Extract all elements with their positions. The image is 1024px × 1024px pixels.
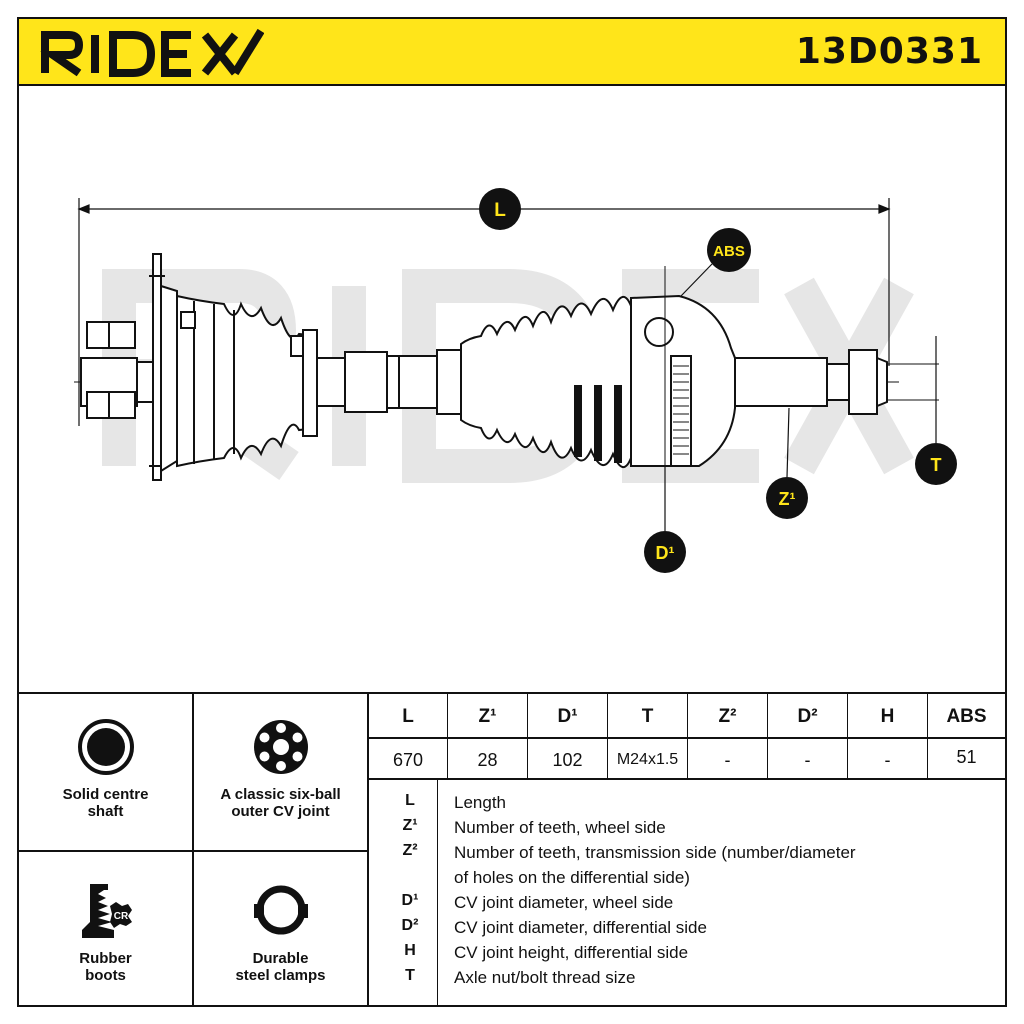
legend-key: D¹ bbox=[401, 892, 419, 909]
solid-circle-icon bbox=[77, 719, 134, 775]
callout-abs-text: ABS bbox=[713, 243, 745, 260]
legend-description: CV joint height, differential side bbox=[454, 943, 689, 962]
spec-value: 670 bbox=[392, 750, 424, 770]
spec-table-col-rule bbox=[447, 694, 448, 778]
callout-abs bbox=[680, 228, 751, 297]
spec-table-rule bbox=[367, 778, 1007, 780]
spec-value: - bbox=[724, 750, 731, 770]
ridex-logo bbox=[40, 28, 264, 77]
spec-header: T bbox=[641, 706, 654, 727]
spec-value: 51 bbox=[956, 747, 977, 767]
spec-header: Z¹ bbox=[478, 706, 497, 727]
callout-l-text: L bbox=[494, 200, 506, 221]
callout-t-text: T bbox=[931, 455, 942, 475]
inner-boot bbox=[176, 294, 318, 468]
spec-value: - bbox=[884, 750, 891, 770]
legend-description: CV joint diameter, wheel side bbox=[454, 893, 674, 912]
inner-joint bbox=[80, 253, 178, 481]
legend-key: T bbox=[405, 967, 415, 984]
feature-six-ball-joint: A classic six-ball outer CV joint bbox=[194, 694, 367, 850]
six-ball-joint-icon bbox=[253, 720, 308, 774]
spec-value: 102 bbox=[552, 750, 583, 770]
centre-shaft bbox=[316, 349, 462, 415]
legend-description: of holes on the differential side) bbox=[454, 868, 690, 887]
spec-header: H bbox=[880, 706, 895, 727]
feature-label: Solid centre shaft bbox=[62, 786, 149, 820]
spec-table-col-rule bbox=[927, 694, 928, 778]
callout-z1 bbox=[766, 407, 808, 519]
legend-key: Z¹ bbox=[402, 817, 418, 834]
legend-description: Axle nut/bolt thread size bbox=[454, 968, 636, 987]
feature-rubber-boots: CR Rubber boots bbox=[19, 852, 192, 1007]
feature-label: Rubber boots bbox=[79, 950, 132, 984]
spec-header: D¹ bbox=[557, 706, 578, 727]
outer-boot bbox=[460, 296, 632, 468]
feature-label: Durable steel clamps bbox=[235, 950, 326, 984]
spec-value: - bbox=[804, 750, 811, 770]
feature-label: A classic six-ball outer CV joint bbox=[220, 786, 341, 820]
legend-key: L bbox=[405, 792, 415, 809]
legend-key: Z² bbox=[402, 842, 418, 859]
spec-table-col-rule bbox=[527, 694, 528, 778]
spec-table-col-rule bbox=[847, 694, 848, 778]
drawing-divider bbox=[17, 692, 1007, 694]
wheel-spline bbox=[734, 349, 939, 415]
legend-description: CV joint diameter, differential side bbox=[454, 918, 707, 937]
callout-t bbox=[915, 336, 957, 485]
legend-col-rule bbox=[437, 780, 438, 1007]
callout-d1 bbox=[644, 466, 686, 573]
legend-description: Number of teeth, transmission side (numb… bbox=[454, 843, 856, 862]
rubber-boot-cr-icon: CR bbox=[81, 884, 132, 938]
legend-key: H bbox=[404, 942, 416, 959]
spec-header: D² bbox=[797, 706, 818, 727]
spec-table-col-rule bbox=[767, 694, 768, 778]
spec-header: Z² bbox=[718, 706, 737, 727]
legend-key: D² bbox=[401, 917, 419, 934]
callout-d1-text: D¹ bbox=[656, 543, 675, 563]
header-bar: 13D0331 bbox=[17, 17, 1007, 86]
spec-header: L bbox=[402, 706, 414, 727]
spec-table-col-rule bbox=[687, 694, 688, 778]
spec-table-col-rule bbox=[607, 694, 608, 778]
spec-header: ABS bbox=[946, 706, 987, 727]
callout-z1-text: Z¹ bbox=[779, 489, 796, 509]
outer-cv-joint bbox=[630, 266, 736, 486]
feature-steel-clamps: Durable steel clamps bbox=[194, 852, 367, 1007]
spec-value: 28 bbox=[477, 750, 498, 770]
callout-l bbox=[479, 188, 521, 230]
steel-clamp-icon bbox=[253, 885, 308, 935]
legend-description: Length bbox=[454, 793, 506, 812]
spec-value: M24x1.5 bbox=[616, 751, 679, 768]
feature-solid-shaft: Solid centre shaft bbox=[19, 694, 192, 850]
drive-shaft-drawing: L ABS Z¹ D¹ T bbox=[74, 188, 957, 573]
svg-text:CR: CR bbox=[113, 911, 128, 922]
part-number: 13D0331 bbox=[795, 31, 983, 72]
legend-description: Number of teeth, wheel side bbox=[454, 818, 666, 837]
feature-grid-divider bbox=[17, 850, 369, 852]
